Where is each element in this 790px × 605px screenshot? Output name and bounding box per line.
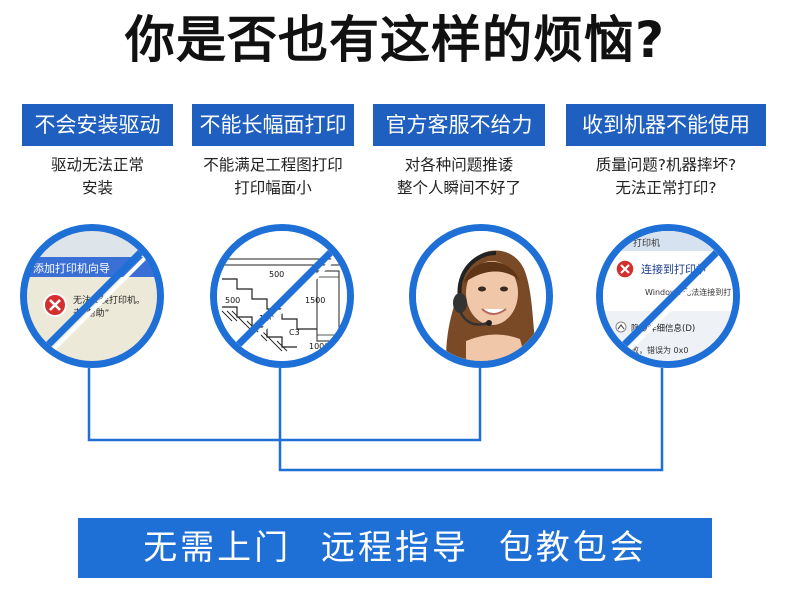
desc-line: 整个人瞬间不好了 <box>396 179 521 197</box>
service-banner: 无需上门 远程指导 包教包会 <box>78 518 712 578</box>
banner-phrase: 包教包会 <box>498 528 647 568</box>
page-title: 你是否也有这样的烦恼? <box>124 11 665 69</box>
desc-line: 安装 <box>81 179 113 197</box>
details-toggle: 隐藏详细信息(D) <box>631 323 695 334</box>
engineering-drawing-illustration: 500 1500 500 150 1000 C3 <box>217 231 347 361</box>
circle-driver-install: 添加打印机向导 无法安装打印机。 击“帮助” <box>20 224 164 368</box>
circle-engineering-drawing: 500 1500 500 150 1000 C3 <box>210 224 354 368</box>
problem-label-driver: 不会安装驱动 <box>22 104 173 146</box>
dialog-title: 添加打印机向导 <box>33 261 110 275</box>
circle-customer-service <box>409 224 553 368</box>
desc-line: 无法正常打印? <box>615 179 717 197</box>
dimension-label: C3 <box>289 328 300 337</box>
error-code: 失败，错误为 0x0 <box>623 345 688 355</box>
banner-phrase: 远程指导 <box>321 528 469 568</box>
banner-phrase: 无需上门 <box>143 528 292 568</box>
window-title: 打印机 <box>633 237 660 249</box>
problem-label-long-print: 不能长幅面打印 <box>192 104 354 146</box>
headset-icon <box>453 293 467 313</box>
desc-line: 质量问题?机器摔坏? <box>595 156 737 174</box>
desc-line: 打印幅面小 <box>234 179 312 197</box>
desc-line: 对各种问题推诿 <box>404 156 514 174</box>
problem-desc-driver: 驱动无法正常 安装 <box>22 154 173 200</box>
printer-error-illustration: 打印机 连接到打印机 Windows 无法连接到打 隐藏详细信息(D) 失败，错… <box>603 231 733 361</box>
desc-line: 不能满足工程图打印 <box>203 156 343 174</box>
dimension-label: 1500 <box>305 296 325 305</box>
dimension-label: 1000 <box>309 342 329 351</box>
problem-desc-long-print: 不能满足工程图打印 打印幅面小 <box>192 154 354 200</box>
dimension-label: 500 <box>269 270 284 279</box>
customer-service-photo <box>416 231 546 361</box>
dialog-heading: 连接到打印机 <box>641 262 707 276</box>
problem-desc-unusable: 质量问题?机器摔坏? 无法正常打印? <box>566 154 766 200</box>
problem-label-support: 官方客服不给力 <box>373 104 545 146</box>
circle-printer-error: 打印机 连接到打印机 Windows 无法连接到打 隐藏详细信息(D) 失败，错… <box>596 224 740 368</box>
problem-desc-support: 对各种问题推诿 整个人瞬间不好了 <box>373 154 545 200</box>
driver-install-illustration: 添加打印机向导 无法安装打印机。 击“帮助” <box>27 231 157 361</box>
chevron-up-icon <box>615 321 627 333</box>
dimension-label: 500 <box>225 296 240 305</box>
desc-line: 驱动无法正常 <box>50 156 144 174</box>
problem-label-unusable: 收到机器不能使用 <box>566 104 766 146</box>
